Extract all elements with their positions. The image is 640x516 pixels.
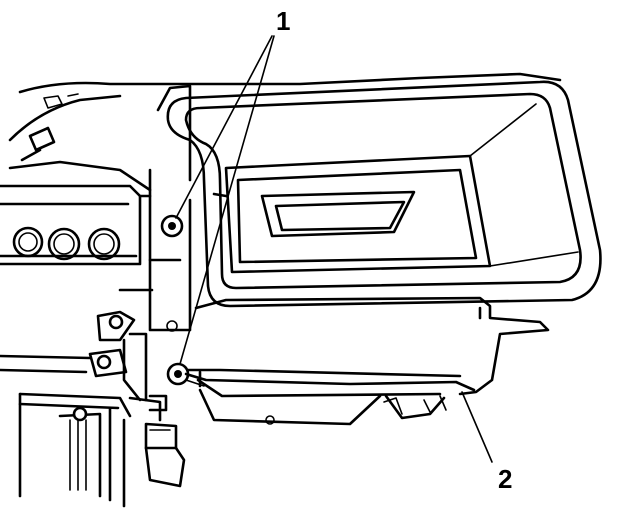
fastener-icon <box>108 314 124 330</box>
mounting-bracket <box>118 84 192 332</box>
vent-outlet-icon <box>12 226 44 258</box>
heater-case <box>186 296 550 426</box>
leader-lines <box>175 35 493 463</box>
callout-1: 1 <box>276 6 290 36</box>
bracket-bolt-icon <box>166 320 178 332</box>
fastener-icon <box>72 406 88 422</box>
vent-outlet-icon <box>47 227 81 261</box>
lower-left-assembly <box>0 310 186 508</box>
support-rod <box>184 372 476 392</box>
retaining-nuts <box>160 214 190 386</box>
vent-outlet-icon <box>87 227 121 261</box>
callout-2: 2 <box>498 464 512 494</box>
instrument-panel <box>0 72 562 266</box>
fastener-icon <box>96 354 112 370</box>
air-inlet-housing <box>166 80 602 308</box>
